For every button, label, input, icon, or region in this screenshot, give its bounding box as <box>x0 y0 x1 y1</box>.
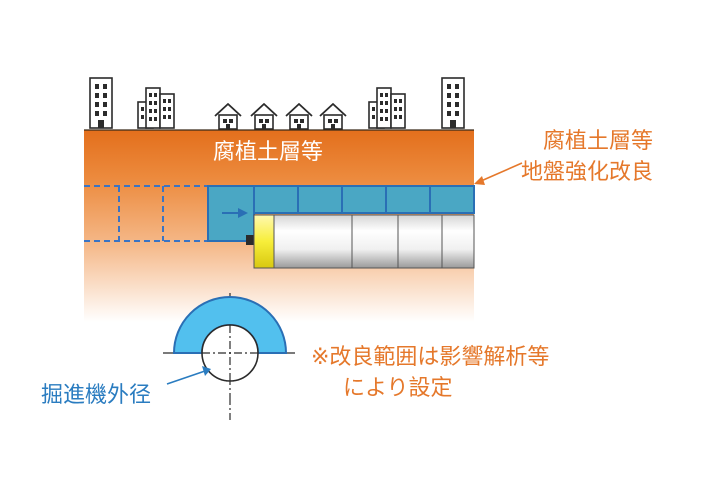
callout-arrow <box>474 162 523 185</box>
outer-diameter-leader <box>166 366 211 385</box>
callout-line-2: 地盤強化改良 <box>521 160 654 185</box>
callout-line-1: 腐植土層等 <box>543 129 654 154</box>
ground-improvement-callout: 腐植土層等 地盤強化改良 <box>521 126 653 188</box>
house-icon <box>214 103 242 130</box>
building-icon <box>89 77 113 129</box>
house-icon <box>319 103 347 130</box>
tunnel-machine <box>246 214 475 269</box>
planned-improvement-outline <box>84 185 208 242</box>
house-icon <box>285 103 313 130</box>
note-line-1: ※改良範囲は影響解析等 <box>311 345 550 370</box>
improvement-range-note: ※改良範囲は影響解析等 により設定 <box>311 342 549 404</box>
soil-layer-label: 腐植土層等 <box>213 140 324 165</box>
building-icon <box>441 77 465 129</box>
arrow-icon <box>222 208 248 218</box>
note-line-2: により設定 <box>343 376 453 401</box>
house-icon <box>250 103 278 130</box>
building-icon <box>368 87 406 129</box>
outer-diameter-label: 掘進機外径 <box>41 383 152 408</box>
building-icon <box>137 87 175 129</box>
cross-section <box>163 293 296 420</box>
improved-ground <box>207 185 475 242</box>
